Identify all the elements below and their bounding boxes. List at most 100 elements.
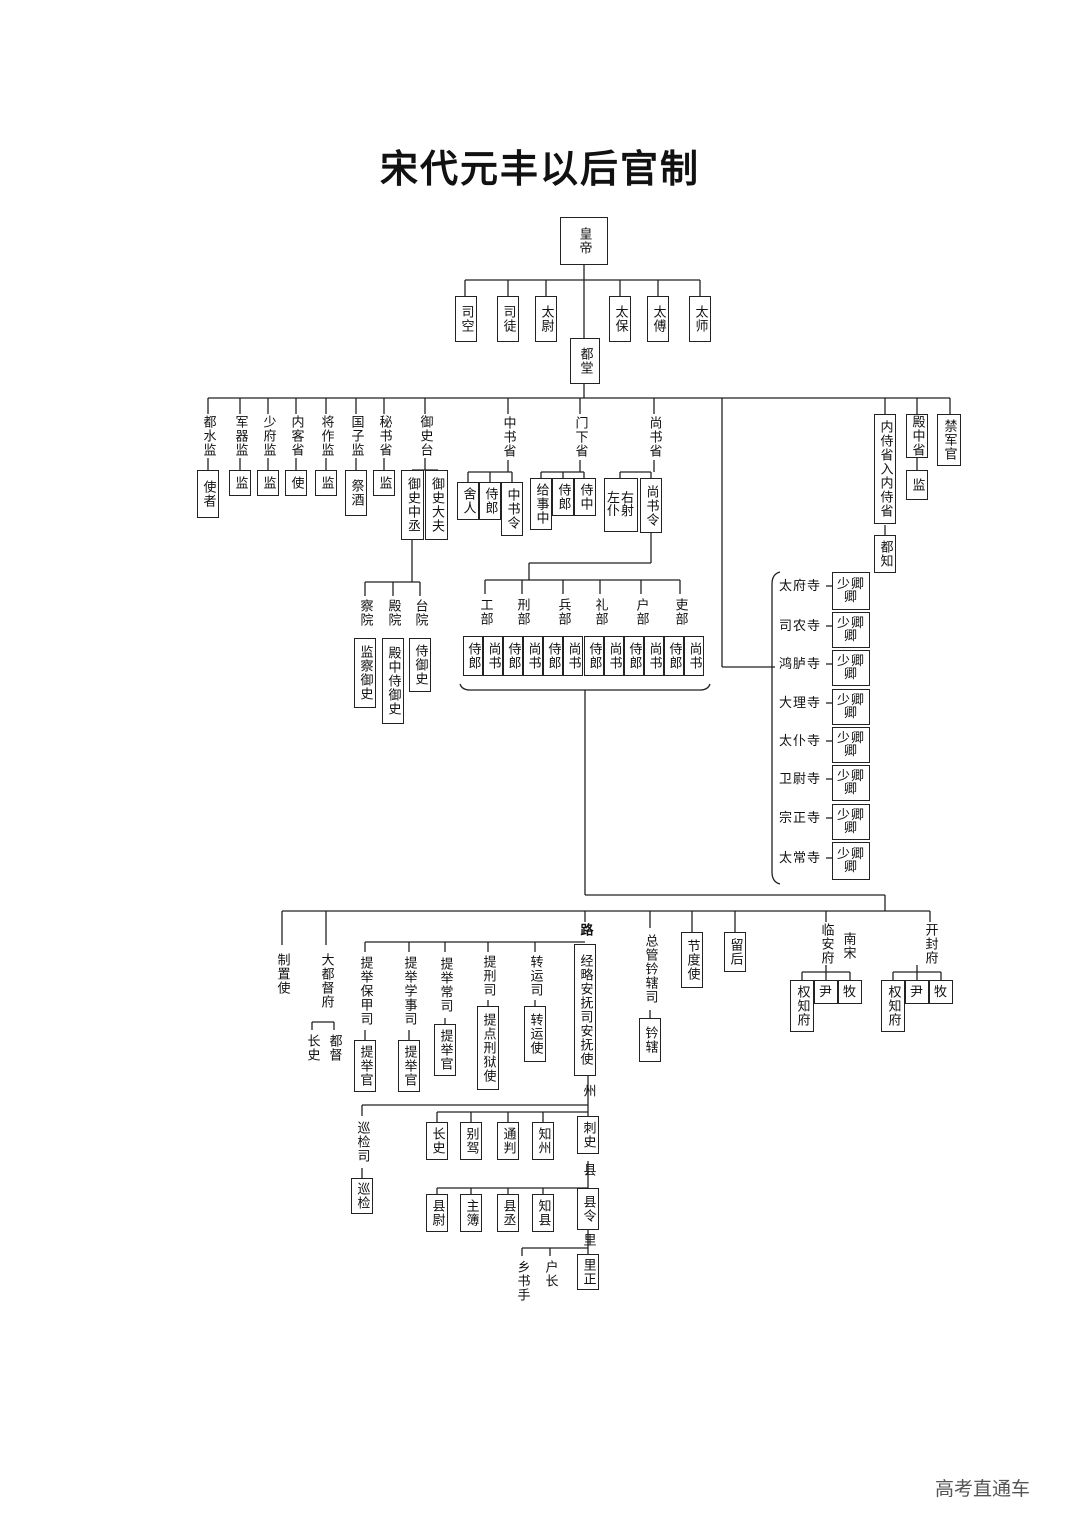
weiweisi-qing-node: 少卿 卿 [832, 765, 870, 801]
dadudufu-label: 大都督府 [318, 953, 334, 1009]
xianwei-node: 县尉 [426, 1194, 448, 1232]
shiyushi-node: 侍御史 [409, 638, 431, 692]
dudu-label: 都督 [326, 1034, 342, 1062]
jinglue-anfusi-node: 经略安抚司安抚使 [574, 944, 596, 1076]
yushi-dafu-node: 御史大夫 [425, 470, 448, 540]
taifu-node: 太傅 [647, 296, 669, 342]
dianyuan-label: 殿院 [385, 599, 401, 627]
taishi-node: 太师 [689, 296, 711, 342]
taichangsi-label: 太常寺 [778, 850, 821, 866]
tongpan-node: 通判 [497, 1122, 519, 1160]
xingbu-label: 刑部 [514, 598, 530, 626]
gongbu-shilang-node: 侍郎 [463, 636, 483, 676]
jishizhong-node: 给事中 [530, 478, 552, 530]
shangshuling-node: 尚书令 [640, 478, 662, 533]
jinjunguan-node: 禁军官 [937, 414, 961, 466]
kaifengfu-label: 开封府 [922, 923, 938, 965]
jiancha-yushi-node: 监察御史 [354, 638, 376, 708]
xianling-node: 县令 [577, 1188, 599, 1230]
tiju-xueshisi-label: 提举学事司 [401, 956, 417, 1026]
menxiasheng-label: 门下省 [572, 416, 588, 458]
hubu-shangshu-node: 尚书 [644, 636, 664, 676]
kaifeng-yin-node: 尹 [905, 980, 929, 1004]
zuoyou-puye-node: 左右仆射 [604, 478, 638, 532]
dianzhongsheng-node: 殿中省 [906, 414, 928, 458]
tidian-xingyushi-node: 提点刑狱使 [477, 1006, 499, 1090]
weiweisi-label: 卫尉寺 [778, 771, 821, 787]
zhizhishi-label: 制置使 [274, 953, 290, 995]
dushuijian-shizhe-node: 使者 [197, 470, 219, 518]
tiju-changpingsi-label: 提举常司 [437, 957, 453, 1013]
guozijian-jijiu-node: 祭酒 [345, 470, 367, 516]
changping-tijuguan-node: 提举官 [434, 1024, 456, 1076]
shaofujian-jian-node: 监 [257, 470, 279, 496]
zhangshi-label: 长史 [304, 1034, 320, 1062]
sheren-node: 舍人 [457, 482, 479, 520]
hubu-label: 户部 [633, 598, 649, 626]
zhubu-node: 主簿 [460, 1194, 482, 1232]
jiedushi-node: 节度使 [681, 932, 703, 988]
zongzhengsi-label: 宗正寺 [778, 810, 821, 826]
nansong-label: 南宋 [840, 932, 856, 960]
baojia-tijuguan-node: 提举官 [354, 1040, 376, 1092]
emperor-node: 皇帝 [560, 217, 608, 265]
bingbu-shangshu-node: 尚书 [563, 636, 583, 676]
xian-label: 县 [580, 1163, 596, 1177]
guozijian-label: 国子监 [348, 415, 364, 457]
kaifeng-quanzhifu-node: 权知府 [881, 980, 905, 1032]
kaifeng-mu-node: 牧 [929, 980, 953, 1004]
libu-rites-shangshu-node: 尚书 [604, 636, 624, 676]
hubu-shilang-node: 侍郎 [624, 636, 644, 676]
dutang-node: 都堂 [570, 338, 600, 384]
honglusi-label: 鸿胪寺 [778, 656, 821, 672]
zhuanyunshi-node: 转运使 [524, 1006, 546, 1062]
diagram-title: 宋代元丰以后官制 [379, 147, 700, 191]
xiancheng-node: 县丞 [497, 1194, 519, 1232]
liuhou-node: 留后 [724, 932, 746, 972]
honglusi-qing-node: 少卿 卿 [832, 650, 870, 686]
tixingsi-label: 提刑司 [480, 955, 496, 997]
cishi-node: 刺史 [577, 1116, 599, 1154]
neishisheng-node: 内侍省入内侍省 [874, 414, 896, 524]
taibao-node: 太保 [609, 296, 631, 342]
sinongsi-label: 司农寺 [778, 618, 821, 634]
zhixian-node: 知县 [532, 1194, 554, 1232]
junqijian-jian-node: 监 [229, 470, 251, 496]
situ-node: 司徒 [497, 296, 519, 342]
xingbu-shilang-node: 侍郎 [503, 636, 523, 676]
chayuan-label: 察院 [357, 599, 373, 627]
libu-rites-label: 礼部 [592, 598, 608, 626]
zhou-label: 州 [580, 1084, 596, 1098]
libu-rites-shilang-node: 侍郎 [584, 636, 604, 676]
neikesheng-label: 内客省 [288, 415, 304, 457]
mishusheng-jian-node: 监 [373, 470, 395, 496]
shaofujian-label: 少府监 [260, 415, 276, 457]
qianxia-node: 钤辖 [639, 1018, 661, 1062]
zhongshusheng-label: 中书省 [500, 416, 516, 458]
dianzhong-shiyushi-node: 殿中侍御史 [382, 638, 404, 724]
linan-yin-node: 尹 [814, 980, 838, 1004]
taiwei-node: 太尉 [535, 296, 557, 342]
douzhi-node: 都知 [874, 535, 896, 573]
gongbu-label: 工部 [477, 598, 493, 626]
zongguan-qianxiasi-label: 总管钤辖司 [642, 934, 658, 1004]
libu-personnel-shilang-node: 侍郎 [664, 636, 684, 676]
zhongshu-shilang-node: 侍郎 [479, 482, 501, 520]
dianzhongsheng-jian-node: 监 [906, 470, 928, 500]
sinongsi-qing-node: 少卿 卿 [832, 612, 870, 648]
junqijian-label: 军器监 [232, 415, 248, 457]
taifusi-qing-node: 少卿 卿 [832, 572, 870, 610]
xunjiansi-label: 巡检司 [354, 1121, 370, 1163]
zongzhengsi-qing-node: 少卿 卿 [832, 804, 870, 840]
linanfu-label: 临安府 [818, 923, 834, 965]
lu-label: 路 [577, 923, 593, 937]
biejia-node: 别驾 [460, 1122, 482, 1160]
dalisi-label: 大理寺 [778, 695, 821, 711]
menxia-shilang-node: 侍郎 [552, 478, 574, 516]
zhizhou-node: 知州 [532, 1122, 554, 1160]
bingbu-label: 兵部 [555, 598, 571, 626]
shangshusheng-label: 尚书省 [646, 416, 662, 458]
zhongshuling-node: 中书令 [501, 482, 523, 536]
taifusi-label: 太府寺 [778, 578, 821, 594]
